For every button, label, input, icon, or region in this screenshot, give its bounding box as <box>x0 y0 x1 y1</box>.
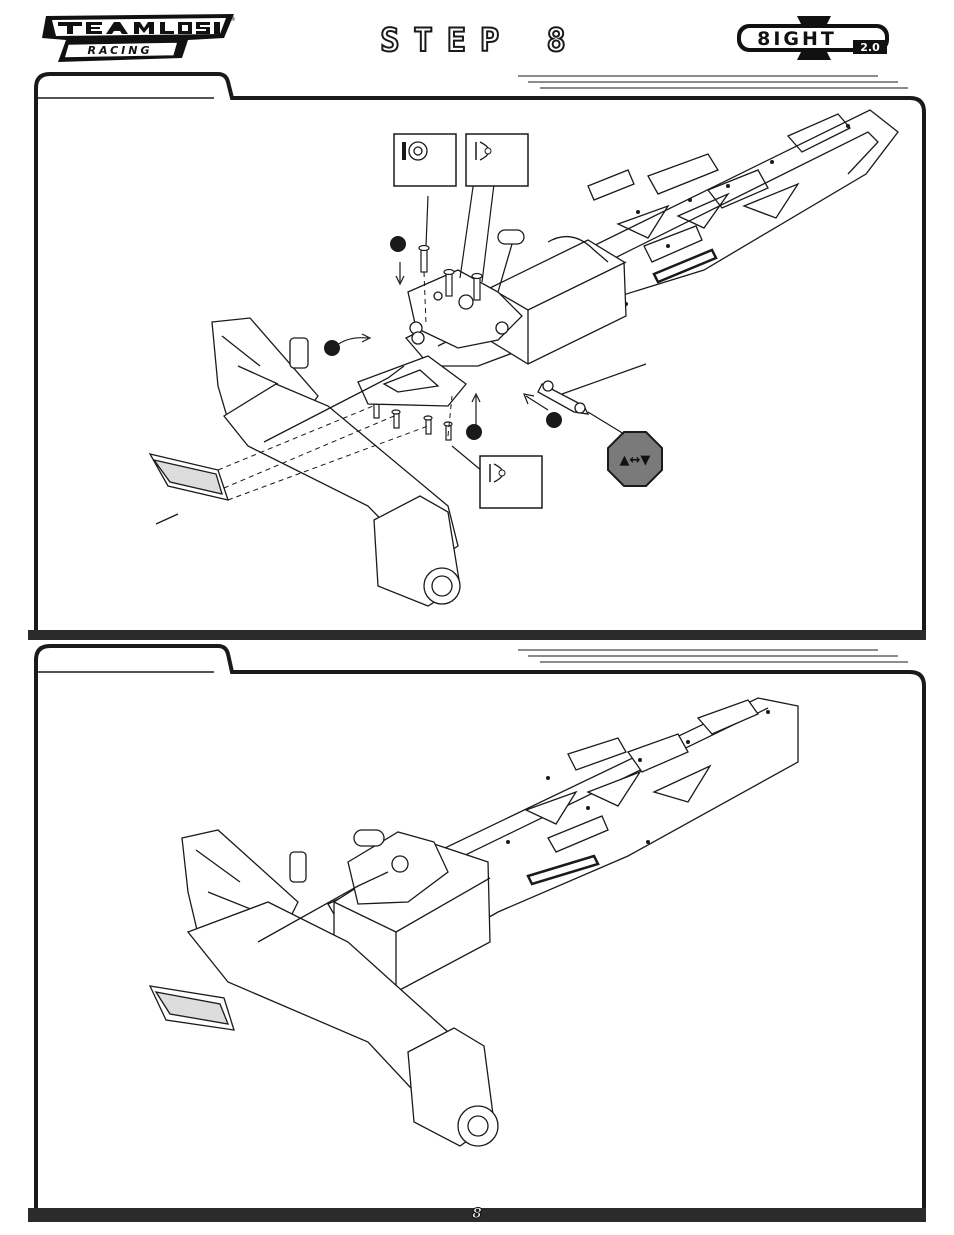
front-bumper-assembled <box>150 986 234 1030</box>
svg-text:®: ® <box>230 16 236 23</box>
step-marker-d <box>546 412 562 428</box>
step-marker-a <box>390 236 406 252</box>
receiver-box <box>490 237 626 364</box>
completed-assembly-drawing <box>28 642 926 1222</box>
eight-2-0-logo: 8IGHT 2.0 <box>735 14 893 62</box>
step-marker-c <box>466 424 482 440</box>
step-title: STEP 8 <box>360 20 600 60</box>
assembly-panel-completed <box>28 642 926 1222</box>
product-logo-text: 8IGHT <box>757 28 837 50</box>
product-version-text: 2.0 <box>860 41 880 54</box>
hardware-callout-washer-1 <box>466 134 528 186</box>
assembly-panel-exploded: ▲↔▼ <box>28 66 926 640</box>
brand-racing-text: RACING <box>87 44 152 57</box>
page-header: RACING ® STEP 8 8IGHT 2.0 <box>0 0 954 70</box>
exploded-assembly-drawing: ▲↔▼ <box>28 66 926 640</box>
front-bumper <box>150 454 228 524</box>
step-marker-b <box>324 340 340 356</box>
hardware-callout-screw-1 <box>394 134 456 186</box>
adjustment-symbol: ▲↔▼ <box>620 453 651 468</box>
team-losi-racing-logo: RACING ® <box>38 8 238 66</box>
page-number: 8 <box>462 1206 492 1222</box>
adjustment-badge: ▲↔▼ <box>588 412 662 486</box>
hardware-callout-washer-2 <box>480 456 542 508</box>
